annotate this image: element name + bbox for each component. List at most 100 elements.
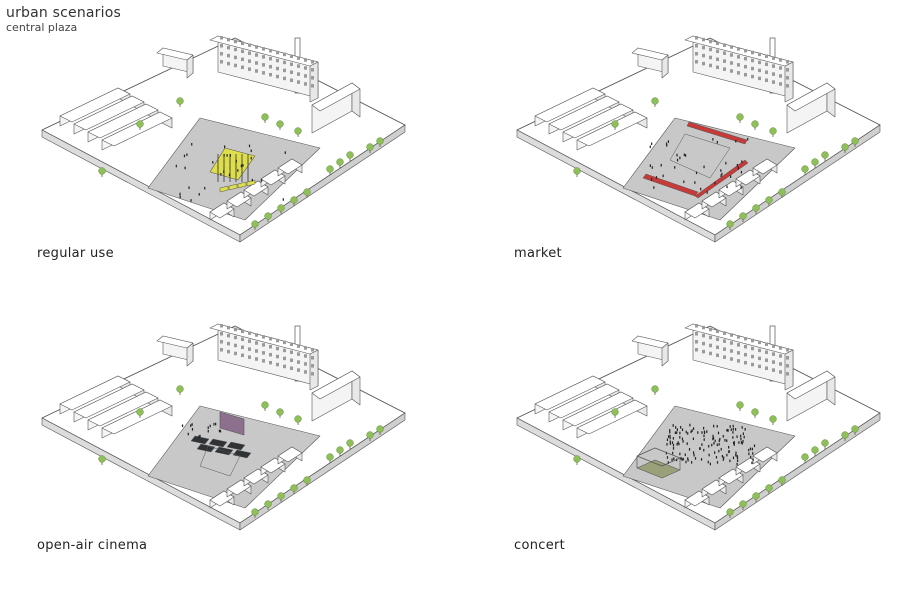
factory-window bbox=[304, 354, 307, 358]
tree-10 bbox=[264, 212, 272, 220]
factory-window bbox=[744, 64, 747, 69]
tree-10 bbox=[739, 500, 747, 508]
factory-window bbox=[220, 348, 223, 352]
person bbox=[725, 161, 727, 165]
factory-window bbox=[311, 356, 314, 360]
factory-window bbox=[255, 333, 258, 337]
factory-window bbox=[730, 53, 733, 57]
person bbox=[683, 180, 685, 184]
person bbox=[726, 439, 728, 442]
factory-window bbox=[248, 339, 251, 343]
factory-window bbox=[241, 49, 244, 54]
tree-10 bbox=[264, 500, 272, 508]
person bbox=[223, 170, 225, 173]
person bbox=[688, 448, 691, 451]
tree-4 bbox=[751, 408, 759, 416]
scenario-drawing-regular-use bbox=[41, 35, 406, 243]
factory-window bbox=[758, 348, 761, 353]
factory-window bbox=[744, 72, 747, 77]
tree-5 bbox=[294, 415, 302, 423]
person bbox=[733, 441, 735, 445]
left-shed-0-roof bbox=[59, 375, 131, 411]
tree-5 bbox=[769, 127, 777, 135]
factory-window bbox=[772, 72, 775, 76]
factory-window bbox=[290, 78, 293, 82]
factory-window bbox=[695, 324, 698, 328]
tree-6 bbox=[801, 453, 809, 461]
person bbox=[183, 154, 186, 158]
person bbox=[703, 448, 705, 452]
person bbox=[720, 447, 722, 451]
person bbox=[732, 436, 734, 439]
factory-window bbox=[709, 47, 712, 52]
person bbox=[751, 461, 753, 465]
person bbox=[741, 160, 743, 164]
person bbox=[736, 456, 739, 459]
tree-2 bbox=[176, 385, 184, 393]
person bbox=[676, 428, 678, 431]
cinema-screen bbox=[219, 411, 245, 436]
factory-window bbox=[730, 341, 733, 345]
factory-window bbox=[311, 60, 314, 64]
person bbox=[727, 429, 729, 432]
factory-window bbox=[248, 51, 251, 55]
factory-window bbox=[304, 346, 307, 350]
factory-window bbox=[758, 52, 761, 57]
tree-1 bbox=[611, 120, 619, 128]
person bbox=[712, 434, 714, 438]
tree-4 bbox=[276, 120, 284, 128]
person bbox=[251, 178, 253, 182]
factory-window bbox=[248, 67, 251, 71]
factory-window bbox=[737, 71, 740, 75]
person bbox=[750, 455, 752, 459]
factory-window bbox=[262, 335, 265, 339]
factory-window bbox=[772, 368, 775, 372]
factory-window bbox=[751, 338, 754, 343]
factory-window bbox=[248, 347, 251, 351]
factory-window bbox=[786, 68, 789, 72]
person bbox=[261, 179, 263, 182]
tree-15 bbox=[376, 137, 384, 145]
person bbox=[680, 456, 682, 460]
person bbox=[228, 173, 231, 177]
tree-15 bbox=[851, 425, 859, 433]
factory-window bbox=[220, 36, 223, 40]
person bbox=[703, 426, 705, 430]
factory-window bbox=[702, 325, 705, 330]
factory-window bbox=[758, 364, 761, 369]
person bbox=[708, 444, 710, 448]
person bbox=[677, 441, 679, 444]
factory-window bbox=[283, 364, 286, 369]
factory-window bbox=[758, 356, 761, 361]
factory-window bbox=[255, 357, 258, 361]
factory-window bbox=[269, 72, 272, 77]
factory-window bbox=[758, 60, 761, 65]
cinema-zone bbox=[199, 445, 241, 477]
factory-window bbox=[304, 82, 307, 86]
factory-window bbox=[262, 55, 265, 59]
front-shed-4-roof bbox=[752, 446, 778, 463]
factory-window bbox=[297, 344, 300, 348]
person bbox=[709, 462, 711, 466]
person bbox=[712, 138, 714, 141]
tree-15 bbox=[851, 137, 859, 145]
factory-window bbox=[772, 360, 775, 364]
left-shed-2-roof bbox=[87, 103, 159, 139]
person bbox=[190, 199, 192, 202]
factory-window bbox=[304, 370, 307, 374]
person bbox=[680, 426, 682, 429]
factory-window bbox=[227, 349, 230, 354]
tree-6 bbox=[326, 165, 334, 173]
person bbox=[692, 437, 695, 441]
factory-window bbox=[716, 353, 719, 358]
tree-6 bbox=[326, 453, 334, 461]
person bbox=[751, 447, 753, 451]
person bbox=[736, 459, 739, 462]
person bbox=[708, 453, 710, 457]
person bbox=[732, 456, 735, 460]
factory-window bbox=[276, 50, 279, 55]
person bbox=[671, 458, 673, 461]
person bbox=[747, 137, 749, 141]
person bbox=[701, 431, 703, 434]
east-wing-building-roof bbox=[311, 370, 361, 400]
